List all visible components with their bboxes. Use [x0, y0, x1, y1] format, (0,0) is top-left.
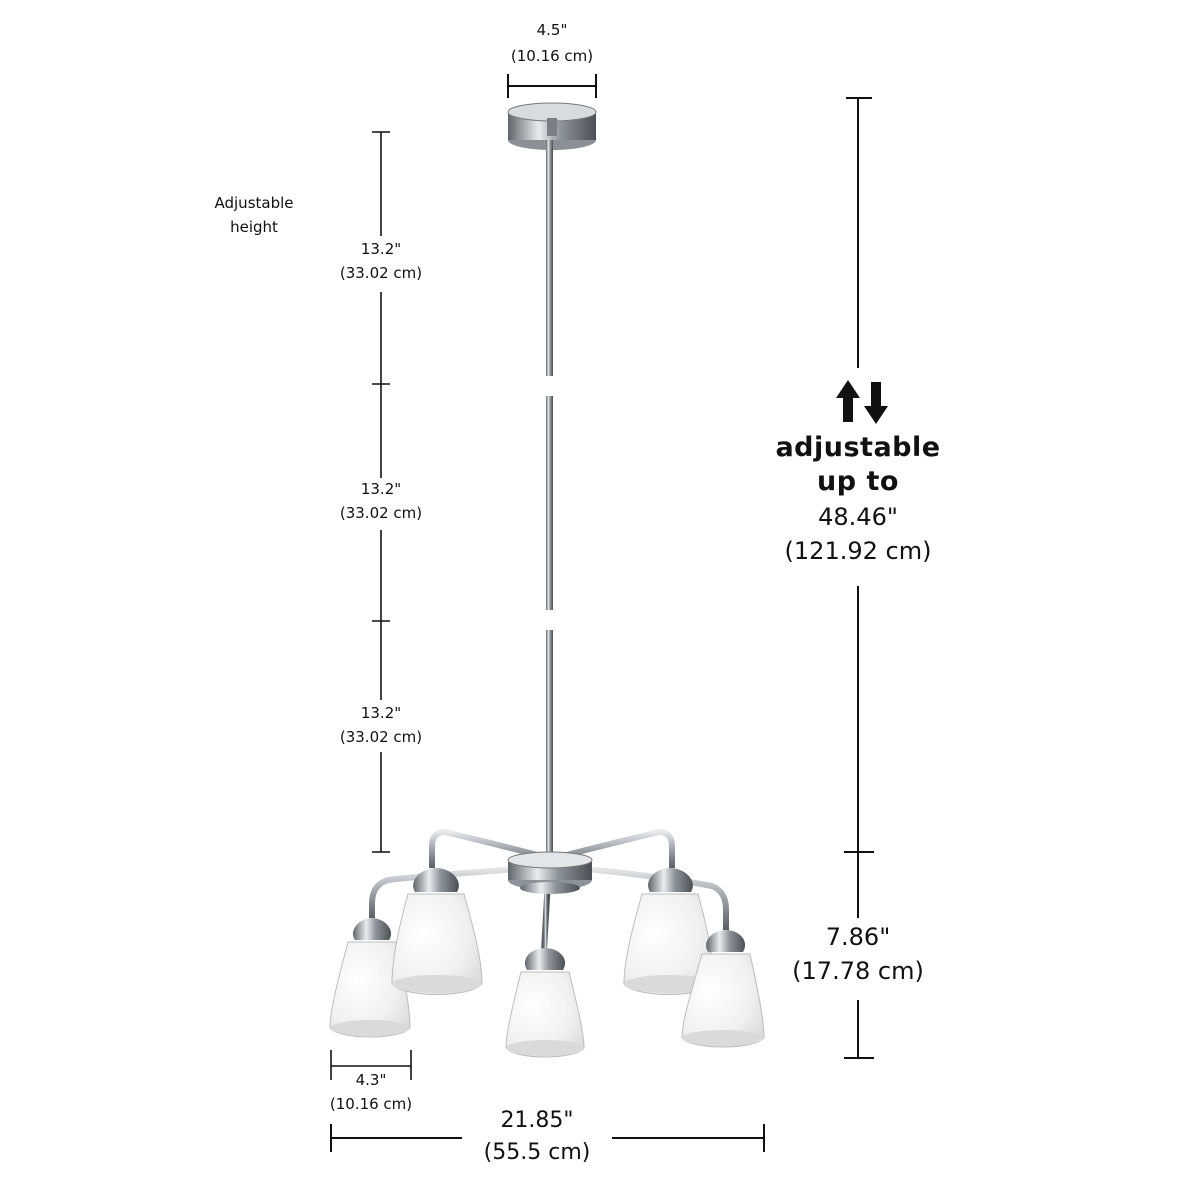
- rod-segment-2-imperial: 13.2": [360, 480, 402, 498]
- rod-segment-dimension: [372, 131, 390, 853]
- shade-width-imperial: 4.3": [355, 1071, 387, 1089]
- rod-segment-1-metric: (33.02 cm): [339, 264, 423, 282]
- canopy-width-metric: (10.16 cm): [510, 47, 594, 65]
- rod-segment-1-imperial: 13.2": [360, 240, 402, 258]
- rod-segment-2-metric: (33.02 cm): [339, 504, 423, 522]
- total-width-dimension: [330, 1124, 765, 1152]
- adjustable-height-label-line2: height: [230, 218, 278, 236]
- canopy-width-dimension: [507, 74, 597, 98]
- rod-segment-3-imperial: 13.2": [360, 704, 402, 722]
- adjustable-height-label-line1: Adjustable: [214, 194, 294, 212]
- total-height-dimension: [844, 97, 874, 1059]
- shade-width-dimension: [330, 1050, 412, 1080]
- shade-width-metric: (10.16 cm): [329, 1095, 413, 1113]
- rod-segment-3-metric: (33.02 cm): [339, 728, 423, 746]
- canopy-width-imperial: 4.5": [536, 21, 568, 39]
- fixture-height-metric: (17.78 cm): [792, 957, 924, 985]
- total-height-imperial: 48.46": [818, 503, 898, 531]
- total-height-metric: (121.92 cm): [784, 537, 932, 565]
- total-height-line2: up to: [817, 466, 899, 497]
- total-width-metric: (55.5 cm): [483, 1140, 591, 1165]
- up-down-arrows-icon: [836, 380, 888, 424]
- fixture-height-imperial: 7.86": [825, 923, 891, 951]
- total-height-line1: adjustable: [775, 432, 941, 463]
- chandelier-illustration: [329, 102, 765, 1058]
- total-width-imperial: 21.85": [500, 1108, 574, 1133]
